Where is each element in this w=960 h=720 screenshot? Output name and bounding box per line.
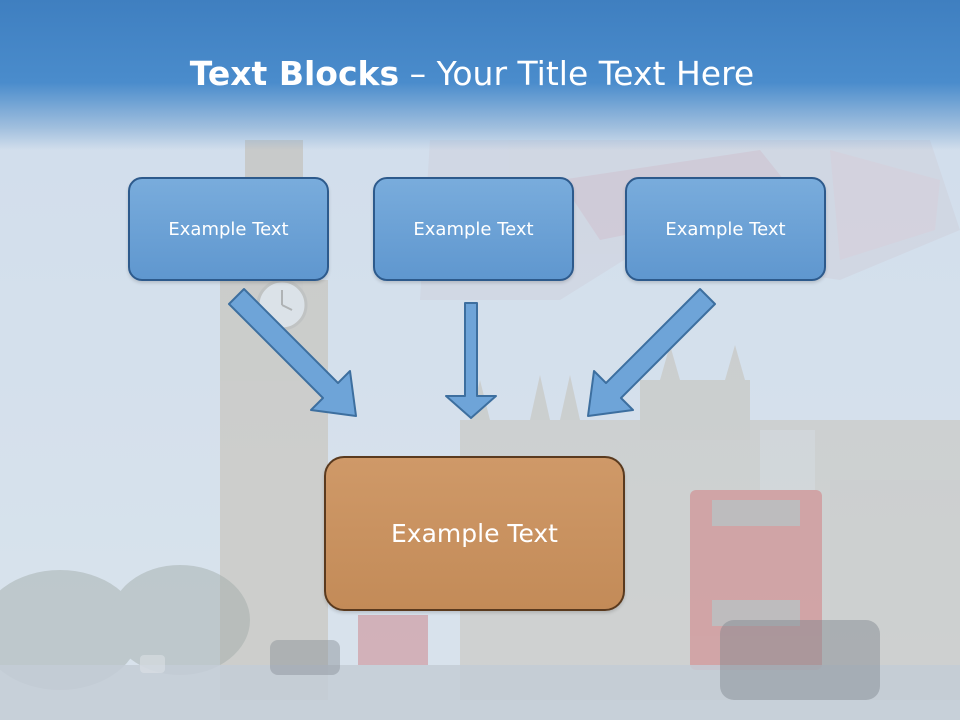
arrow-right-diagonal: [587, 288, 716, 417]
text-block-1[interactable]: Example Text: [128, 177, 329, 281]
bus-shape: [690, 490, 822, 670]
title-band: [0, 0, 960, 150]
trees-shape: [0, 565, 250, 690]
small-bus-shape: [358, 615, 428, 665]
main-text-block[interactable]: Example Text: [324, 456, 625, 611]
arrow-center-down: [445, 302, 497, 419]
main-text-block-label: Example Text: [391, 519, 558, 548]
arrow-left-diagonal: [228, 288, 357, 417]
slide-title: Text Blocks – Your Title Text Here: [0, 52, 944, 96]
title-rest-text: – Your Title Text Here: [399, 54, 755, 93]
text-block-3-label: Example Text: [665, 218, 786, 240]
title-bold-text: Text Blocks: [189, 54, 400, 93]
text-block-2-label: Example Text: [413, 218, 534, 240]
text-block-2[interactable]: Example Text: [373, 177, 574, 281]
text-block-3[interactable]: Example Text: [625, 177, 826, 281]
cars-shape: [140, 620, 880, 700]
text-block-1-label: Example Text: [168, 218, 289, 240]
road-shape: [0, 665, 960, 720]
